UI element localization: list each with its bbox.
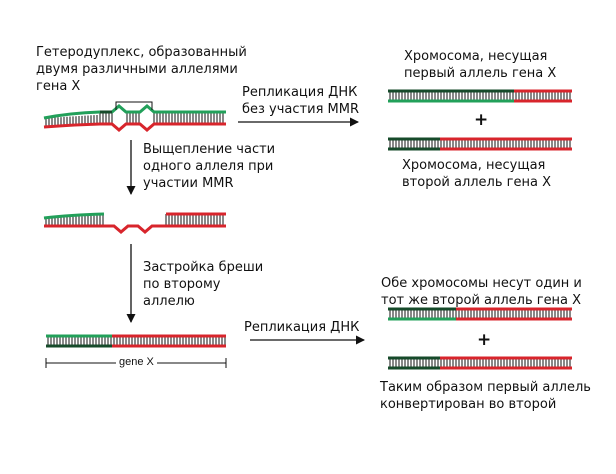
excision-label: Выщепление части одного аллеля при участ… [143, 142, 276, 191]
replication-no-mmr-label: Репликация ДНК без участия MMR [242, 85, 359, 117]
replication-label: Репликация ДНК [244, 320, 360, 335]
gap-fill-label: Застройка бреши по второму аллелю [143, 260, 264, 309]
heteroduplex-dna [43, 104, 226, 132]
repaired-gene-x-dna-rungs [47, 336, 226, 346]
excised-gap-dna-top-left [43, 212, 105, 220]
converted-chromosome-1-dna-rungs [389, 309, 571, 319]
excised-gap-dna [43, 212, 226, 234]
chromosome-first-allele-dna-rungs [389, 91, 571, 101]
chromosome-second-allele-label: Хромосома, несущая второй аллель гена X [402, 158, 551, 190]
heteroduplex-label: Гетеродуплекс, образованный двумя различ… [36, 45, 247, 94]
converted-label: Таким образом первый аллель конвертирова… [380, 380, 591, 412]
chromosome-first-allele-label: Хромосома, несущая первый аллель гена X [404, 49, 557, 81]
both-same-allele-label: Обе хромосомы несут один и тот же второй… [381, 276, 582, 308]
chromosome-second-allele-dna-rungs [389, 139, 571, 149]
heteroduplex-dna-top-strand [43, 104, 226, 120]
heteroduplex-bracket [115, 101, 153, 110]
plus-sign-top: + [474, 110, 489, 130]
excised-gap-dna-bottom-strand [44, 224, 226, 234]
plus-sign-bottom: + [477, 330, 492, 350]
gene-x-label: gene X [116, 356, 157, 368]
converted-chromosome-2-dna [388, 356, 572, 370]
chromosome-second-allele-dna [388, 137, 572, 151]
excised-gap-dna-rungs [45, 214, 224, 226]
converted-chromosome-2-dna-rungs [389, 358, 571, 368]
chromosome-first-allele-dna [388, 89, 572, 103]
heteroduplex-dna-bottom-strand [43, 122, 226, 132]
converted-chromosome-1-dna [388, 307, 572, 321]
repaired-gene-x-dna [46, 334, 226, 348]
